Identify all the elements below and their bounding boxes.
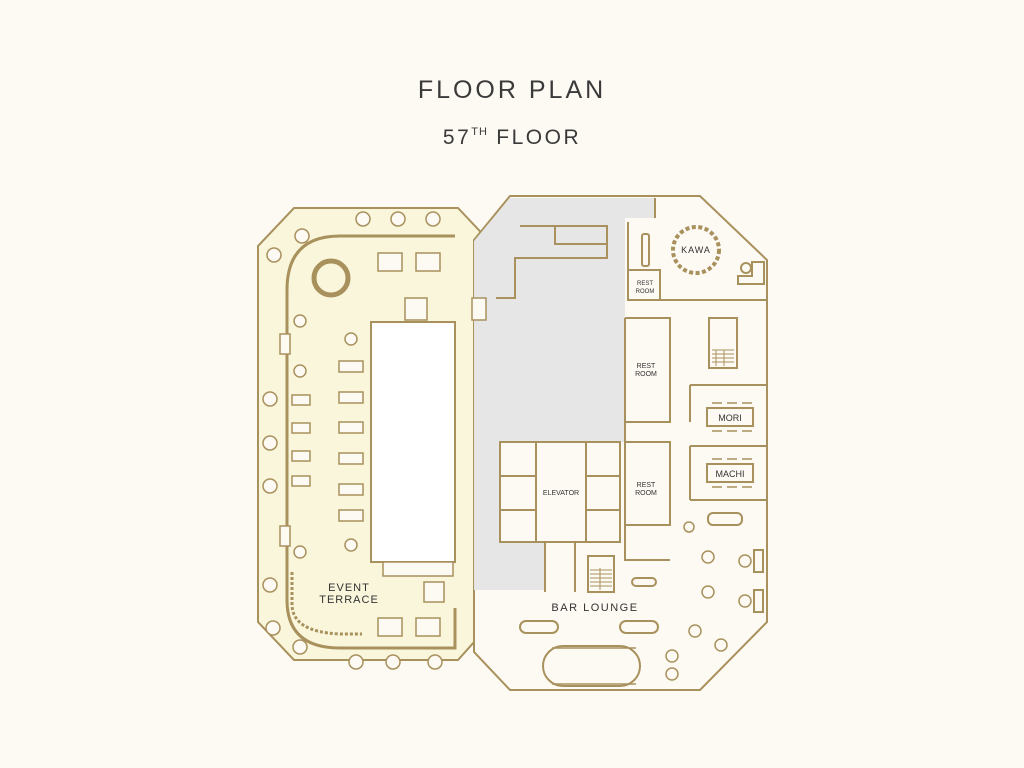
private-room-walls (689, 384, 767, 501)
upper-restroom-block (624, 317, 671, 561)
window-sofa (707, 512, 743, 526)
bar-stools (552, 647, 636, 685)
terrace-long-tables (291, 360, 364, 522)
lower-core-walls (544, 541, 620, 592)
lower-restroom-block (625, 441, 671, 526)
mori-table[interactable] (706, 407, 754, 427)
restroom-lower-label-2: ROOM (635, 490, 657, 497)
lounge-table-right (619, 620, 659, 634)
staircase-upper-steps (712, 349, 734, 366)
terrace-rail (285, 234, 457, 650)
staircase-lower (587, 555, 615, 593)
terrace-inner-block (370, 321, 456, 563)
terrace-bottom-seats (348, 654, 443, 670)
restroom-top-label: REST (637, 281, 653, 287)
restroom-lower-label: REST (637, 482, 656, 489)
kawa-room-walls (627, 198, 767, 301)
elevator-core-back (474, 332, 625, 590)
page-title: FLOOR PLAN (417, 76, 607, 104)
private-chairs (712, 402, 752, 488)
machi-label: MACHI (716, 469, 745, 479)
terrace-top-seats (355, 211, 441, 227)
lounge-chairs (665, 521, 752, 681)
bar-counter (542, 645, 641, 687)
kawa-table (671, 225, 721, 275)
elevator-bank[interactable] (499, 441, 621, 543)
kawa-sofa (737, 261, 765, 285)
core-walls (496, 225, 608, 299)
mori-label: MORI (718, 413, 742, 423)
kawa-label: KAWA (681, 245, 711, 255)
side-sofa-upper (753, 549, 764, 573)
event-terrace-label: EVENT (328, 582, 370, 594)
event-terrace-label-2: TERRACE (319, 594, 379, 606)
bar-lounge-label: BAR LOUNGE (551, 602, 638, 614)
restroom-top-label-2: ROOM (636, 289, 655, 295)
elevator-label: ELEVATOR (543, 490, 579, 497)
terrace-steps (279, 297, 487, 603)
side-sofa-lower (753, 589, 764, 613)
restroom-middle-label-2: ROOM (635, 371, 657, 378)
terrace-curved-bench (290, 572, 362, 636)
floor-subtitle: 57TH FLOOR (442, 126, 582, 149)
terrace-dining-tables (377, 252, 441, 637)
machi-table[interactable] (706, 463, 754, 483)
staircase-upper (708, 317, 738, 369)
elevator-shafts (500, 442, 620, 542)
kawa-booth (641, 233, 650, 267)
lounge-table-left (519, 620, 559, 634)
terrace-furniture (262, 211, 487, 670)
restroom-middle-label: REST (637, 363, 656, 370)
round-planter (311, 258, 351, 298)
lounge-bench (631, 577, 657, 587)
service-core (474, 198, 655, 332)
staircase-lower-steps (590, 568, 612, 590)
terrace-left-seats (262, 228, 358, 655)
